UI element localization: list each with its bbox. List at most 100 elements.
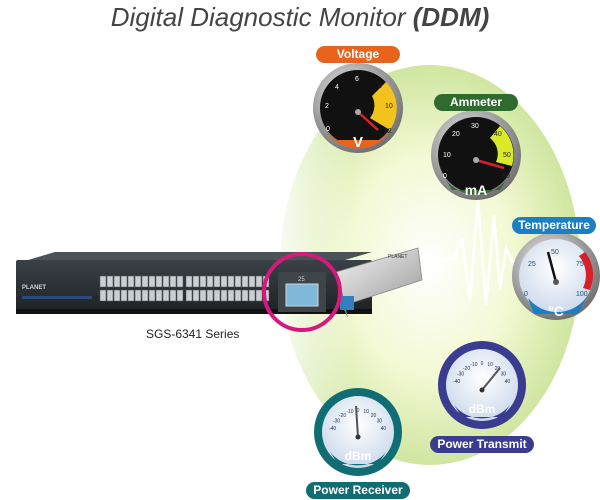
switch-port <box>134 275 142 288</box>
temperature-unit: °C <box>548 303 564 319</box>
ammeter-tick: 10 <box>443 152 451 159</box>
switch-port <box>155 289 163 302</box>
dbm-tick: 0 <box>357 408 360 414</box>
switch-port <box>141 289 149 302</box>
temperature-tick: 0 <box>524 291 528 298</box>
dbm-tick: 20 <box>371 413 377 419</box>
voltage-tick: 6 <box>355 76 359 83</box>
temperature-tick: 50 <box>551 249 559 256</box>
dbm-tick: -10 <box>346 409 353 415</box>
port-number: 25 <box>298 277 305 283</box>
switch-port <box>185 289 193 302</box>
voltage-gauge: V 2 4 6 8 10 12 0 <box>313 63 403 153</box>
power-receiver-label: Power Receiver <box>306 482 410 499</box>
switch-port <box>148 289 156 302</box>
switch-port <box>199 289 207 302</box>
switch-port <box>169 275 177 288</box>
switch-port <box>120 275 128 288</box>
temperature-tick: 100 <box>576 291 588 298</box>
switch-port <box>213 275 221 288</box>
temperature-gauge: °C 0 25 50 75 100 <box>512 232 600 320</box>
switch-brand: PLANET <box>22 285 46 291</box>
port-highlight-ring <box>262 252 342 332</box>
switch-port <box>227 289 235 302</box>
voltage-tick: 2 <box>325 103 329 110</box>
ammeter-tick: 40 <box>494 131 502 138</box>
switch-port <box>192 275 200 288</box>
dbm-tick: -30 <box>333 419 340 425</box>
switch-port <box>234 289 242 302</box>
switch-port <box>127 275 135 288</box>
voltage-tick: 4 <box>335 84 339 91</box>
switch-port <box>99 275 107 288</box>
ammeter-gauge: mA 10 20 30 40 50 60 0 <box>431 110 521 200</box>
module-brand: PLANET <box>388 254 407 260</box>
dbm-tick: -40 <box>453 379 460 385</box>
dbm-tick: 0 <box>481 361 484 367</box>
switch-port <box>206 275 214 288</box>
dbm-tick: 10 <box>363 409 369 415</box>
ammeter-tick: 0 <box>443 173 447 180</box>
switch-port <box>134 289 142 302</box>
voltage-unit: V <box>353 134 363 151</box>
dbm-tick: 20 <box>495 366 501 372</box>
ammeter-tick: 30 <box>471 123 479 130</box>
switch-port <box>148 275 156 288</box>
switch-port <box>255 289 263 302</box>
temperature-tick: 75 <box>576 261 584 268</box>
switch-port <box>120 289 128 302</box>
dbm-tick: -20 <box>339 413 346 419</box>
dbm-tick: 10 <box>487 362 493 368</box>
ammeter-unit: mA <box>465 182 488 198</box>
switch-port <box>220 289 228 302</box>
switch-port <box>227 275 235 288</box>
switch-port <box>106 275 114 288</box>
switch-port <box>206 289 214 302</box>
switch-port <box>106 289 114 302</box>
switch-port <box>248 289 256 302</box>
dbm-tick: -20 <box>463 366 470 372</box>
switch-port <box>248 275 256 288</box>
switch-port <box>141 275 149 288</box>
switch-port <box>176 289 184 302</box>
ammeter-label: Ammeter <box>434 94 518 111</box>
switch-port <box>113 289 121 302</box>
dbm-tick: -40 <box>329 426 336 432</box>
receiver-unit: dBm <box>345 449 372 463</box>
ammeter-tick: 60 <box>502 173 510 180</box>
switch-port <box>99 289 107 302</box>
dbm-tick: 30 <box>377 419 383 425</box>
page-title: Digital Diagnostic Monitor (DDM) <box>110 2 490 32</box>
ammeter-tick: 50 <box>503 152 511 159</box>
switch-port <box>234 275 242 288</box>
model-caption: SGS-6341 Series <box>146 327 240 341</box>
power-transmit-label: Power Transmit <box>430 436 534 453</box>
switch-port <box>185 275 193 288</box>
switch-port <box>176 275 184 288</box>
voltage-tick: 10 <box>385 103 393 110</box>
switch-port <box>199 275 207 288</box>
voltage-tick: 12 <box>384 128 392 135</box>
transmit-unit: dBm <box>469 402 496 416</box>
dbm-tick: 40 <box>505 379 511 385</box>
dbm-tick: 30 <box>501 372 507 378</box>
switch-port <box>127 289 135 302</box>
switch-port <box>241 275 249 288</box>
ammeter-tick: 20 <box>452 131 460 138</box>
switch-port <box>213 289 221 302</box>
temperature-label: Temperature <box>512 217 596 234</box>
signal-wave <box>439 199 525 306</box>
switch-port <box>255 275 263 288</box>
voltage-label: Voltage <box>316 46 400 63</box>
temperature-tick: 25 <box>528 261 536 268</box>
network-switch: PLANET 25 <box>16 252 372 314</box>
dbm-tick: -30 <box>457 372 464 378</box>
switch-port <box>162 289 170 302</box>
switch-port <box>241 289 249 302</box>
switch-port <box>113 275 121 288</box>
switch-port <box>192 289 200 302</box>
switch-port <box>162 275 170 288</box>
